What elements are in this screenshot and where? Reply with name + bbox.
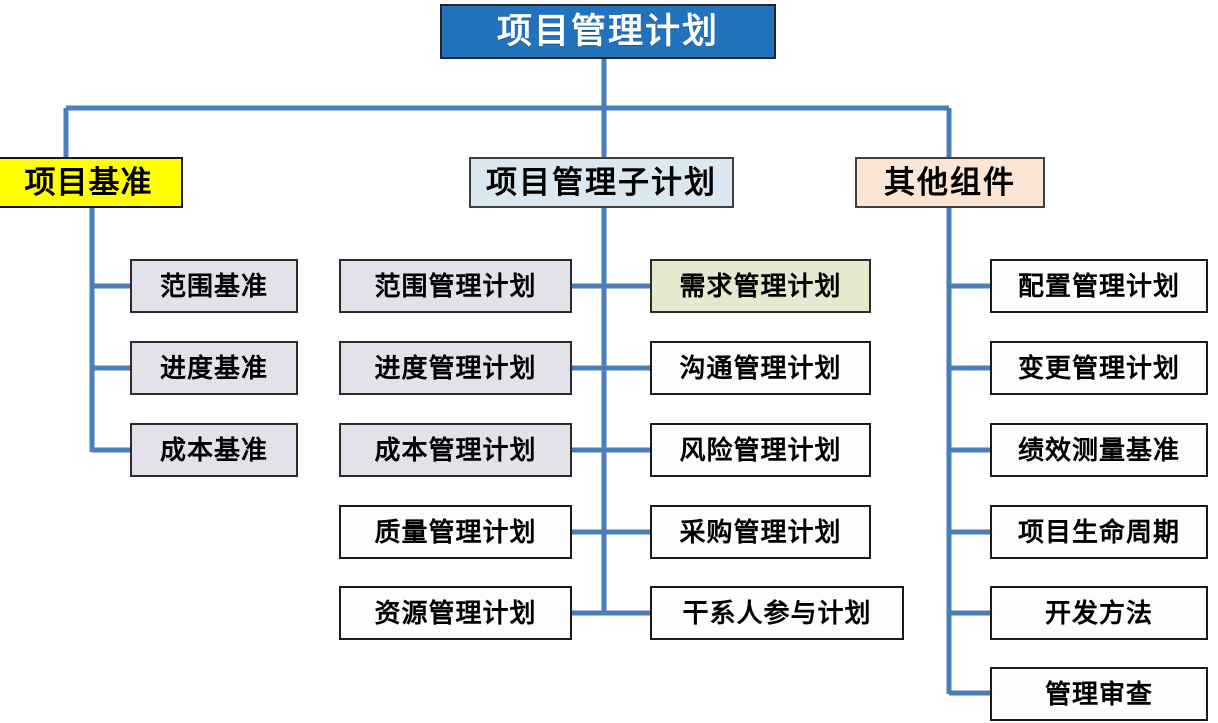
node-root-project-management-plan[interactable]: 项目管理计划 [440, 4, 776, 59]
node-label: 其他组件 [884, 165, 1016, 200]
node-label: 进度基准 [159, 353, 268, 383]
node-cost-baseline[interactable]: 成本基准 [130, 423, 298, 477]
node-development-approach[interactable]: 开发方法 [990, 586, 1208, 640]
node-branch-subsidiary-management-plans[interactable]: 项目管理子计划 [469, 157, 734, 208]
node-communications-management-plan[interactable]: 沟通管理计划 [650, 341, 871, 395]
node-label: 资源管理计划 [374, 598, 537, 628]
node-label: 范围基准 [159, 271, 268, 301]
node-branch-project-baselines[interactable]: 项目基准 [0, 157, 183, 208]
node-procurement-management-plan[interactable]: 采购管理计划 [650, 505, 871, 559]
node-label: 开发方法 [1044, 598, 1153, 628]
node-label: 干系人参与计划 [682, 598, 872, 628]
node-label: 风险管理计划 [679, 435, 842, 465]
node-project-life-cycle[interactable]: 项目生命周期 [990, 505, 1208, 559]
node-label: 进度管理计划 [374, 353, 537, 383]
node-label: 采购管理计划 [679, 517, 842, 547]
node-label: 绩效测量基准 [1017, 435, 1180, 465]
node-label: 配置管理计划 [1017, 271, 1180, 301]
node-quality-management-plan[interactable]: 质量管理计划 [339, 505, 572, 559]
node-resource-management-plan[interactable]: 资源管理计划 [339, 586, 572, 640]
node-label: 范围管理计划 [374, 271, 537, 301]
node-label: 沟通管理计划 [679, 353, 842, 383]
node-cost-management-plan[interactable]: 成本管理计划 [339, 423, 572, 477]
node-change-management-plan[interactable]: 变更管理计划 [990, 341, 1208, 395]
node-scope-management-plan[interactable]: 范围管理计划 [339, 259, 572, 313]
node-requirements-management-plan[interactable]: 需求管理计划 [650, 259, 871, 313]
node-label: 项目生命周期 [1017, 517, 1180, 547]
node-label: 项目管理子计划 [486, 165, 717, 200]
node-label: 管理审查 [1044, 679, 1153, 709]
node-management-reviews[interactable]: 管理审查 [990, 667, 1208, 721]
node-risk-management-plan[interactable]: 风险管理计划 [650, 423, 871, 477]
node-schedule-management-plan[interactable]: 进度管理计划 [339, 341, 572, 395]
node-label: 项目基准 [24, 165, 153, 200]
node-schedule-baseline[interactable]: 进度基准 [130, 341, 298, 395]
node-branch-other-components[interactable]: 其他组件 [855, 157, 1045, 208]
node-label: 项目管理计划 [496, 12, 719, 51]
node-label: 成本基准 [159, 435, 268, 465]
node-label: 需求管理计划 [679, 271, 842, 301]
node-label: 成本管理计划 [374, 435, 537, 465]
node-performance-measurement-baseline[interactable]: 绩效测量基准 [990, 423, 1208, 477]
node-label: 质量管理计划 [374, 517, 537, 547]
node-stakeholder-engagement-plan[interactable]: 干系人参与计划 [650, 586, 904, 640]
node-label: 变更管理计划 [1017, 353, 1180, 383]
node-scope-baseline[interactable]: 范围基准 [130, 259, 298, 313]
node-configuration-management-plan[interactable]: 配置管理计划 [990, 259, 1208, 313]
